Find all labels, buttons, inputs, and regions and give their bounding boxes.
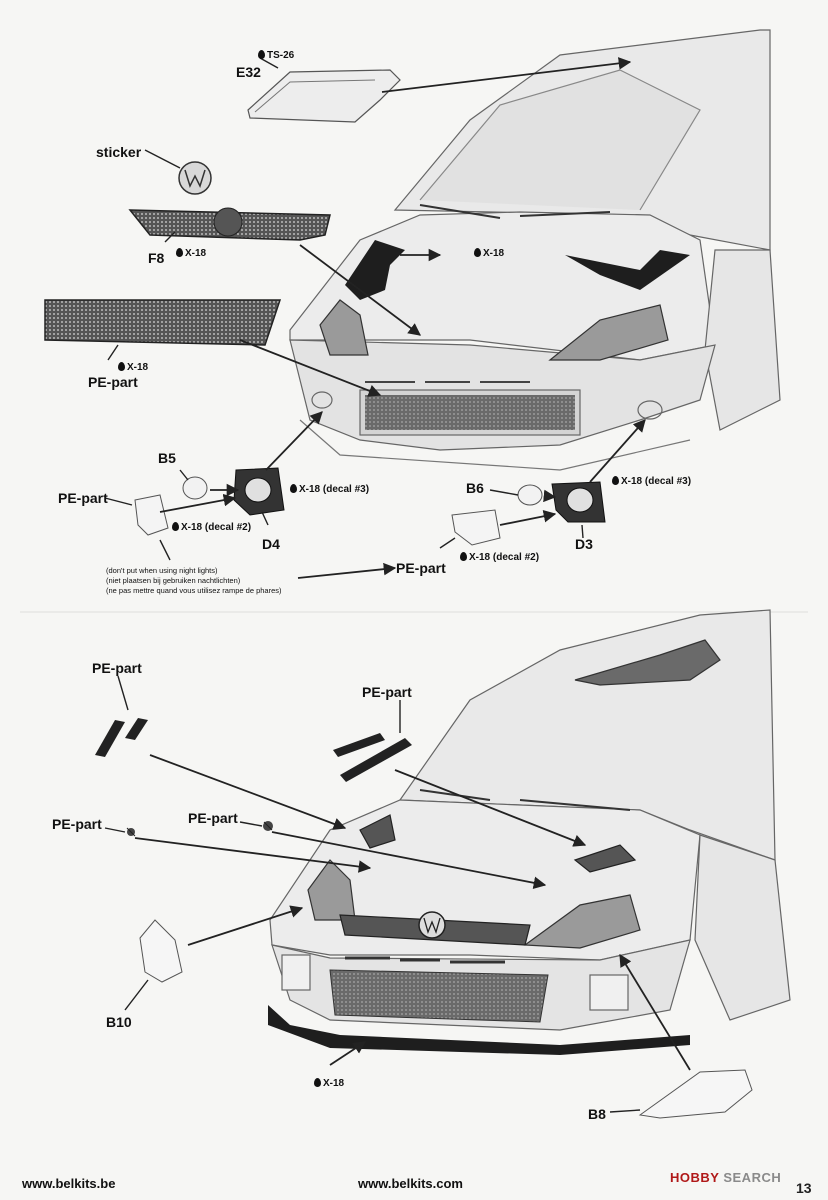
bottom-leader-lines bbox=[104, 675, 641, 1113]
night-lights-note: (don't put when using night lights) (nie… bbox=[106, 566, 282, 596]
footer-center-url[interactable]: www.belkits.com bbox=[358, 1176, 463, 1191]
pe-part-mesh-label: PE-part bbox=[88, 374, 138, 390]
d4-fog-housing bbox=[233, 467, 285, 516]
pe-part-left-top-label: PE-part bbox=[92, 660, 142, 676]
pe-plate-right bbox=[451, 509, 501, 546]
b10-clear-part bbox=[139, 919, 183, 983]
d3-fog-housing bbox=[551, 481, 606, 523]
top-car-lower-grille-mesh bbox=[365, 395, 575, 430]
bottom-assembly-arrows bbox=[134, 754, 691, 1071]
paint-drop-icon bbox=[474, 248, 481, 257]
d3-label: D3 bbox=[575, 536, 593, 552]
splitter-paint-label: X-18 bbox=[314, 1078, 344, 1089]
f8-label: F8 bbox=[148, 250, 165, 266]
bottom-car-grille-slats bbox=[345, 956, 505, 964]
pe-vents-left bbox=[95, 718, 148, 757]
vw-sticker bbox=[178, 161, 212, 195]
sticker-label: sticker bbox=[96, 144, 142, 160]
b8-label: B8 bbox=[588, 1106, 606, 1122]
b6-lens bbox=[517, 484, 543, 506]
pe-part-left-label: PE-part bbox=[58, 490, 108, 506]
pe-part-right-label: PE-part bbox=[396, 560, 446, 576]
paint-drop-icon bbox=[258, 50, 265, 59]
watermark-hobby: HOBBY bbox=[670, 1170, 720, 1185]
top-assembly-arrows bbox=[159, 57, 646, 579]
bottom-car-body bbox=[269, 609, 791, 1031]
note-line-fr: (ne pas mettre quand vous utilisez rampe… bbox=[106, 586, 282, 595]
right-plate-paint-label: X-18 (decal #2) bbox=[460, 552, 539, 563]
b8-clear-part bbox=[638, 1069, 753, 1119]
b6-label: B6 bbox=[466, 480, 484, 496]
hood-vent-left bbox=[345, 240, 405, 300]
mesh-paint-label: X-18 bbox=[118, 362, 148, 373]
paint-drop-icon bbox=[290, 484, 297, 493]
paint-drop-icon bbox=[172, 522, 179, 531]
left-plate-paint-label: X-18 (decal #2) bbox=[172, 522, 251, 533]
pe-clip-left bbox=[126, 827, 136, 837]
paint-drop-icon bbox=[460, 552, 467, 561]
pe-mesh-panel bbox=[44, 299, 282, 346]
f8-grille-bar bbox=[128, 207, 331, 241]
d4-paint-label: X-18 (decal #3) bbox=[290, 484, 369, 495]
b10-label: B10 bbox=[106, 1014, 132, 1030]
note-line-en: (don't put when using night lights) bbox=[106, 566, 218, 575]
footer-left-url[interactable]: www.belkits.be bbox=[22, 1176, 116, 1191]
bottom-car-lower-grille bbox=[329, 969, 549, 1023]
bottom-vw-badge bbox=[418, 911, 446, 939]
paint-drop-icon bbox=[176, 248, 183, 257]
pe-plate-left bbox=[134, 494, 169, 536]
paint-drop-icon bbox=[118, 362, 125, 371]
note-line-nl: (niet plaatsen bij gebruiken nachtlichte… bbox=[106, 576, 241, 585]
page-number: 13 bbox=[796, 1180, 812, 1196]
pe-part-clip-left-label: PE-part bbox=[52, 816, 102, 832]
front-splitter bbox=[268, 1005, 690, 1055]
ts26-paint-label: TS-26 bbox=[258, 50, 294, 61]
d4-label: D4 bbox=[262, 536, 280, 552]
b5-label: B5 bbox=[158, 450, 176, 466]
e32-label: E32 bbox=[236, 64, 261, 80]
pe-part-vents-label: PE-part bbox=[362, 684, 412, 700]
watermark-search: SEARCH bbox=[723, 1170, 782, 1185]
hobbysearch-watermark: HOBBY SEARCH bbox=[670, 1170, 781, 1185]
hood-vent-right bbox=[565, 250, 690, 290]
pe-clip-mid bbox=[263, 821, 273, 831]
pe-vents-center bbox=[333, 733, 412, 782]
top-leader-lines bbox=[104, 57, 584, 561]
e32-roof-scoop bbox=[247, 69, 401, 123]
d3-paint-label: X-18 (decal #3) bbox=[612, 476, 691, 487]
paint-drop-icon bbox=[314, 1078, 321, 1087]
b5-lens bbox=[182, 476, 208, 500]
hood-paint-label: X-18 bbox=[474, 248, 504, 259]
f8-paint-label: X-18 bbox=[176, 248, 206, 259]
pe-part-clip-mid-label: PE-part bbox=[188, 810, 238, 826]
paint-drop-icon bbox=[612, 476, 619, 485]
